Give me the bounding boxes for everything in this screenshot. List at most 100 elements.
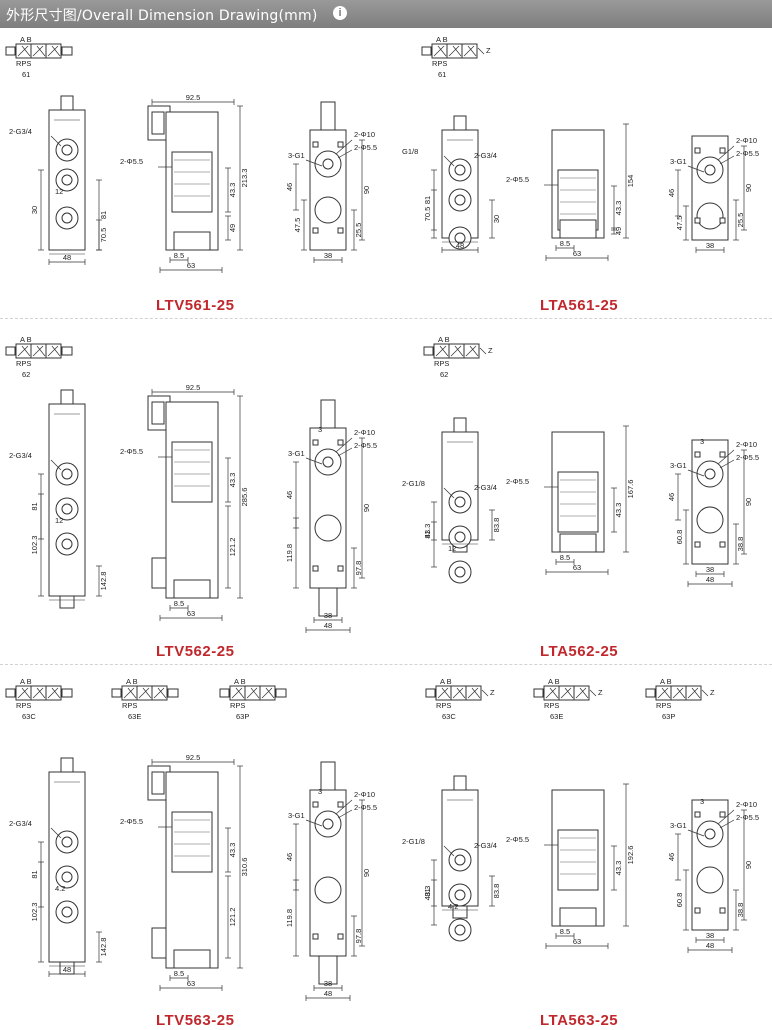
dimension-label: Z <box>598 688 603 697</box>
dimension-label: A B <box>440 677 452 686</box>
dimension-label: 2-Φ5.5 <box>506 477 529 486</box>
model-label: LTA561-25 <box>540 297 619 314</box>
dimension-label: 2-G3/4 <box>9 819 32 828</box>
model-label: LTV562-25 <box>156 643 235 660</box>
dimension-label: 4.2 <box>448 902 458 911</box>
dimension-label: 49 <box>614 227 623 235</box>
dimension-label: 8.5 <box>174 251 184 260</box>
dimension-label: Z <box>490 688 495 697</box>
dimension-label: 97.8 <box>354 561 363 576</box>
dimension-label: A B <box>126 677 138 686</box>
dimension-label: 63 <box>573 249 581 258</box>
page-header: 外形尺寸图/Overall Dimension Drawing(mm) i <box>0 0 772 28</box>
dimension-label: A B <box>660 677 672 686</box>
dimension-label: 49 <box>228 224 237 232</box>
dimension-label: 8.5 <box>560 927 570 936</box>
dimension-label: RPS <box>436 701 451 710</box>
dimension-label: 2-Φ5.5 <box>120 817 143 826</box>
dimension-label: 63P <box>236 712 249 721</box>
dimension-label: 3-G1 <box>288 151 305 160</box>
dimension-label: 97.8 <box>354 929 363 944</box>
dimension-label: 38 <box>706 565 714 574</box>
dimension-label: 63 <box>187 261 195 270</box>
dimension-label: 8.5 <box>174 969 184 978</box>
dimension-label: 43.3 <box>228 183 237 198</box>
dimension-label: 38 <box>706 931 714 940</box>
dimension-label: 46 <box>667 493 676 501</box>
dimension-label: 43.3 <box>423 524 432 539</box>
dimension-label: 81 <box>99 211 108 219</box>
dimension-label: 2-Φ5.5 <box>354 143 377 152</box>
dimension-label: RPS <box>434 359 449 368</box>
dimension-label: 2-G3/4 <box>474 151 497 160</box>
dimension-label: 3 <box>700 797 704 806</box>
dimension-label: 119.8 <box>285 544 294 562</box>
dimension-label: Z <box>710 688 715 697</box>
dimension-label: 2-G1/8 <box>402 837 425 846</box>
dimension-label: RPS <box>656 701 671 710</box>
dimension-label: 2-Φ10 <box>354 130 375 139</box>
dimension-label: 167.6 <box>626 480 635 499</box>
dimension-label: 142.8 <box>99 572 108 591</box>
dimension-label: 2-Φ10 <box>354 790 375 799</box>
dimension-label: 81 <box>423 530 432 538</box>
dimension-label: RPS <box>16 359 31 368</box>
dimension-label: 142.8 <box>99 938 108 957</box>
model-label: LTA563-25 <box>540 1012 619 1029</box>
dimension-label: 8.5 <box>174 599 184 608</box>
dimension-label: 8.5 <box>560 553 570 562</box>
dimension-label: 2-Φ10 <box>354 428 375 437</box>
model-label: LTV563-25 <box>156 1012 235 1029</box>
dimension-label: A B <box>438 335 450 344</box>
dimension-label: 2-Φ5.5 <box>354 441 377 450</box>
dimension-label: 4.2 <box>55 884 65 893</box>
dimension-label: A B <box>436 35 448 44</box>
dimension-label: G1/8 <box>402 147 418 156</box>
dimension-label: 285.6 <box>240 488 249 507</box>
dimension-label: 81 <box>30 502 39 510</box>
dimension-label: 2-Φ5.5 <box>736 453 759 462</box>
dimension-label: 43.3 <box>228 843 237 858</box>
dimension-label: RPS <box>544 701 559 710</box>
dimension-label: 2-Φ5.5 <box>736 149 759 158</box>
dimension-label: 81 <box>423 196 432 204</box>
dimension-label: 46 <box>285 853 294 861</box>
dimension-label: 2-Φ5.5 <box>506 175 529 184</box>
dimension-label: 63E <box>128 712 141 721</box>
dimension-label: 102.3 <box>30 536 39 555</box>
dimension-label: 38.8 <box>736 903 745 918</box>
dimension-label: 60.8 <box>675 530 684 545</box>
dimension-label: 61 <box>22 70 30 79</box>
dimension-label: 48 <box>63 965 71 974</box>
dimension-label: 90 <box>744 861 753 869</box>
dimension-label: 2-G3/4 <box>9 451 32 460</box>
dimension-label: 46 <box>667 853 676 861</box>
dimension-label: 92.5 <box>186 93 201 102</box>
dimension-label: 3 <box>700 437 704 446</box>
dimension-label: 48 <box>324 621 332 630</box>
dimension-label: 47.5 <box>293 218 302 233</box>
section-divider <box>0 318 772 319</box>
dimension-label: 3-G1 <box>670 157 687 166</box>
dimension-label: 48 <box>706 575 714 584</box>
info-icon[interactable]: i <box>333 6 347 20</box>
dimension-label: 2-G3/4 <box>9 127 32 136</box>
dimension-label: 43.3 <box>228 473 237 488</box>
dimension-label: 30 <box>30 206 39 214</box>
dimension-label: 90 <box>744 498 753 506</box>
dimension-label: 83.8 <box>492 518 501 533</box>
dimension-label: 47.5 <box>675 216 684 231</box>
